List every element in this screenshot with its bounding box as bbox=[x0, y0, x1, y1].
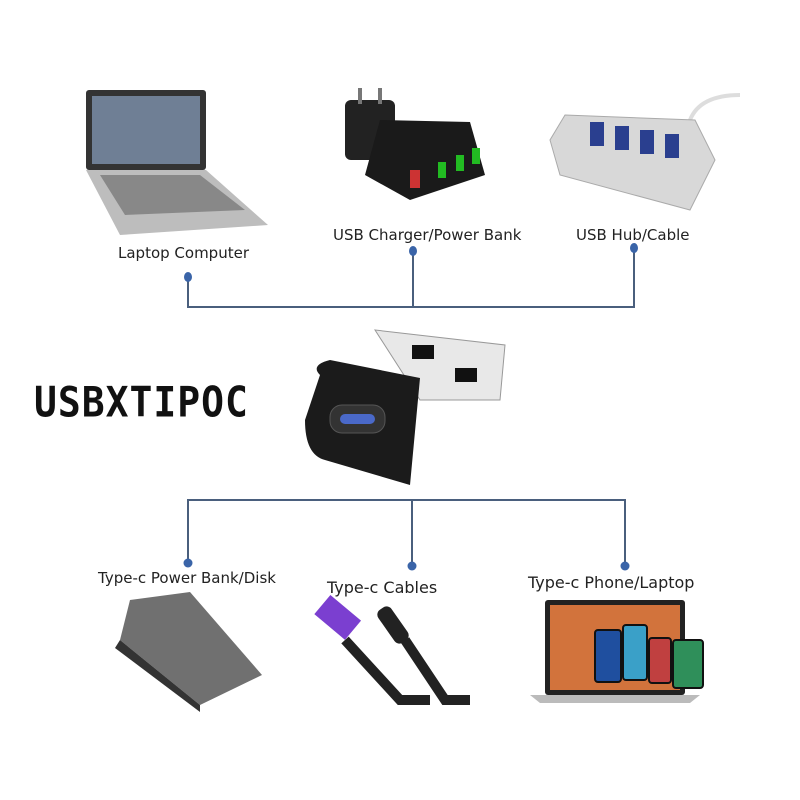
label-type-c-phone-laptop: Type-c Phone/Laptop bbox=[528, 573, 695, 592]
usb-hub-image bbox=[549, 93, 741, 211]
label-laptop-computer: Laptop Computer bbox=[118, 244, 249, 262]
power-bank-image bbox=[115, 592, 262, 712]
usb-charger-image bbox=[345, 88, 485, 200]
label-usb-hub: USB Hub/Cable bbox=[576, 226, 690, 244]
brand-name: USBXTIPOC bbox=[34, 377, 249, 427]
label-type-c-cables: Type-c Cables bbox=[327, 578, 438, 597]
label-usb-charger: USB Charger/Power Bank bbox=[333, 226, 522, 244]
usb-to-type-c-adapter-image bbox=[305, 329, 506, 485]
type-c-cables-image bbox=[314, 594, 470, 705]
top-connector-lines bbox=[187, 248, 635, 308]
top-connector-dots bbox=[184, 243, 638, 282]
label-type-c-power-bank: Type-c Power Bank/Disk bbox=[98, 569, 276, 587]
bottom-connector-dots bbox=[183, 558, 630, 571]
phones-laptop-image bbox=[530, 600, 704, 703]
laptop-image bbox=[86, 90, 268, 235]
bottom-connector-lines bbox=[187, 499, 626, 565]
